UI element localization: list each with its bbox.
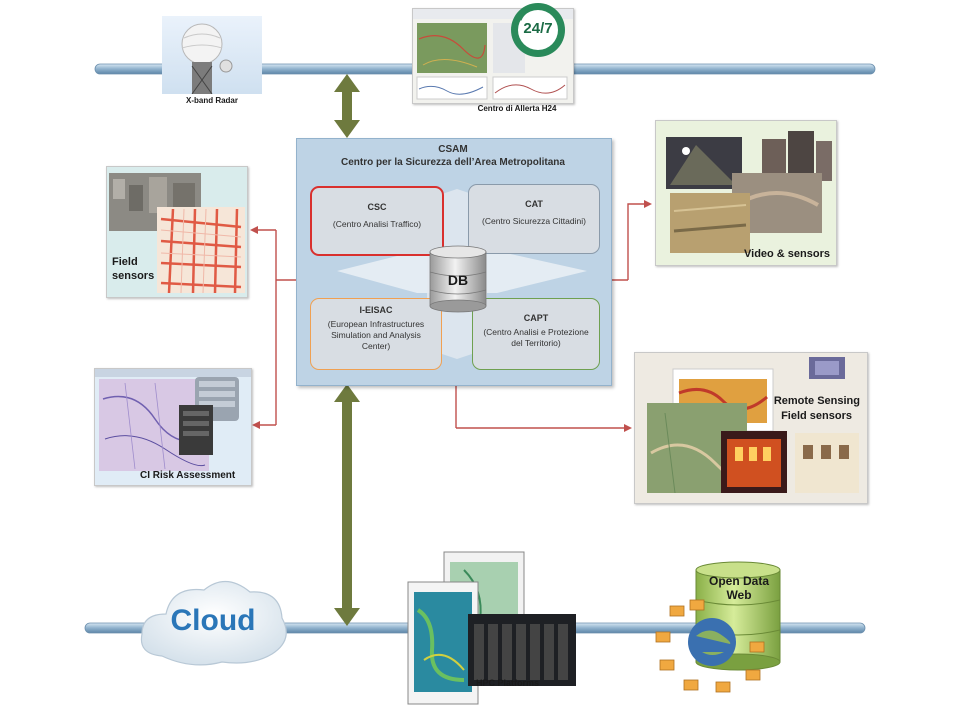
open-data-panel: Open Data Web	[650, 560, 790, 700]
radar-image	[162, 16, 262, 95]
open-data-label-1: Open Data	[708, 574, 769, 588]
top-double-arrow	[334, 74, 360, 138]
bottom-double-arrow	[334, 384, 360, 626]
module-ieisac[interactable]: I-EISAC (European Infrastructures Simula…	[310, 298, 442, 370]
module-cat[interactable]: CAT (Centro Sicurezza Cittadini)	[468, 184, 600, 254]
radar-caption: X-band Radar	[185, 96, 238, 105]
csam-subtitle: Centro per la Sicurezza dell’Area Metrop…	[341, 157, 565, 168]
module-capt[interactable]: CAPT (Centro Analisi e Protezione del Te…	[472, 298, 600, 370]
ci-risk-caption: CI Risk Assessment	[140, 470, 236, 481]
field-sensors-label-2: sensors	[112, 270, 155, 282]
module-csc-subtitle: (Centro Analisi Traffico)	[332, 219, 422, 229]
clock-24-7-icon: 24/7	[508, 0, 568, 60]
remote-sensing-label: Remote Sensing	[773, 395, 860, 407]
clock-badge-text: 24/7	[523, 20, 553, 37]
ci-risk-panel	[94, 368, 252, 486]
cloud-icon	[140, 580, 287, 666]
module-ieisac-title: I-EISAC	[359, 305, 393, 315]
module-cat-subtitle: (Centro Sicurezza Cittadini)	[482, 216, 586, 226]
cloud-label: Cloud	[170, 604, 256, 637]
field-sensors-label-1: Field	[112, 256, 138, 268]
module-csc-title: CSC	[367, 202, 387, 212]
radar-icon	[181, 23, 233, 95]
database-label: DB	[447, 272, 469, 288]
module-capt-title: CAPT	[523, 313, 549, 323]
module-csc[interactable]: CSC (Centro Analisi Traffico)	[310, 186, 444, 256]
module-cat-title: CAT	[525, 199, 543, 209]
hpc-caption: HPC Platforms	[476, 678, 540, 688]
module-ieisac-subtitle: (European Infrastructures Simulation and…	[327, 319, 425, 351]
csam-title: CSAM	[438, 144, 468, 155]
field-sensors-panel	[106, 166, 248, 298]
link-to-video	[627, 200, 652, 280]
alert-center-caption: Centro di Allerta H24	[477, 104, 557, 113]
open-data-label-2: Web	[726, 588, 752, 602]
alert-center-screen	[412, 8, 574, 104]
database[interactable]: DB	[426, 244, 490, 314]
video-sensors-panel	[655, 120, 837, 266]
open-data-icon	[655, 561, 781, 693]
field-sensors-remote-label: Field sensors	[781, 410, 852, 422]
cloud-shape: Cloud	[132, 566, 294, 674]
video-sensors-caption: Video & sensors	[744, 248, 830, 260]
module-capt-subtitle: (Centro Analisi e Protezione del Territo…	[483, 327, 589, 348]
database-icon	[429, 245, 487, 313]
remote-sensing-panel	[634, 352, 868, 504]
hpc-panel	[404, 550, 580, 708]
